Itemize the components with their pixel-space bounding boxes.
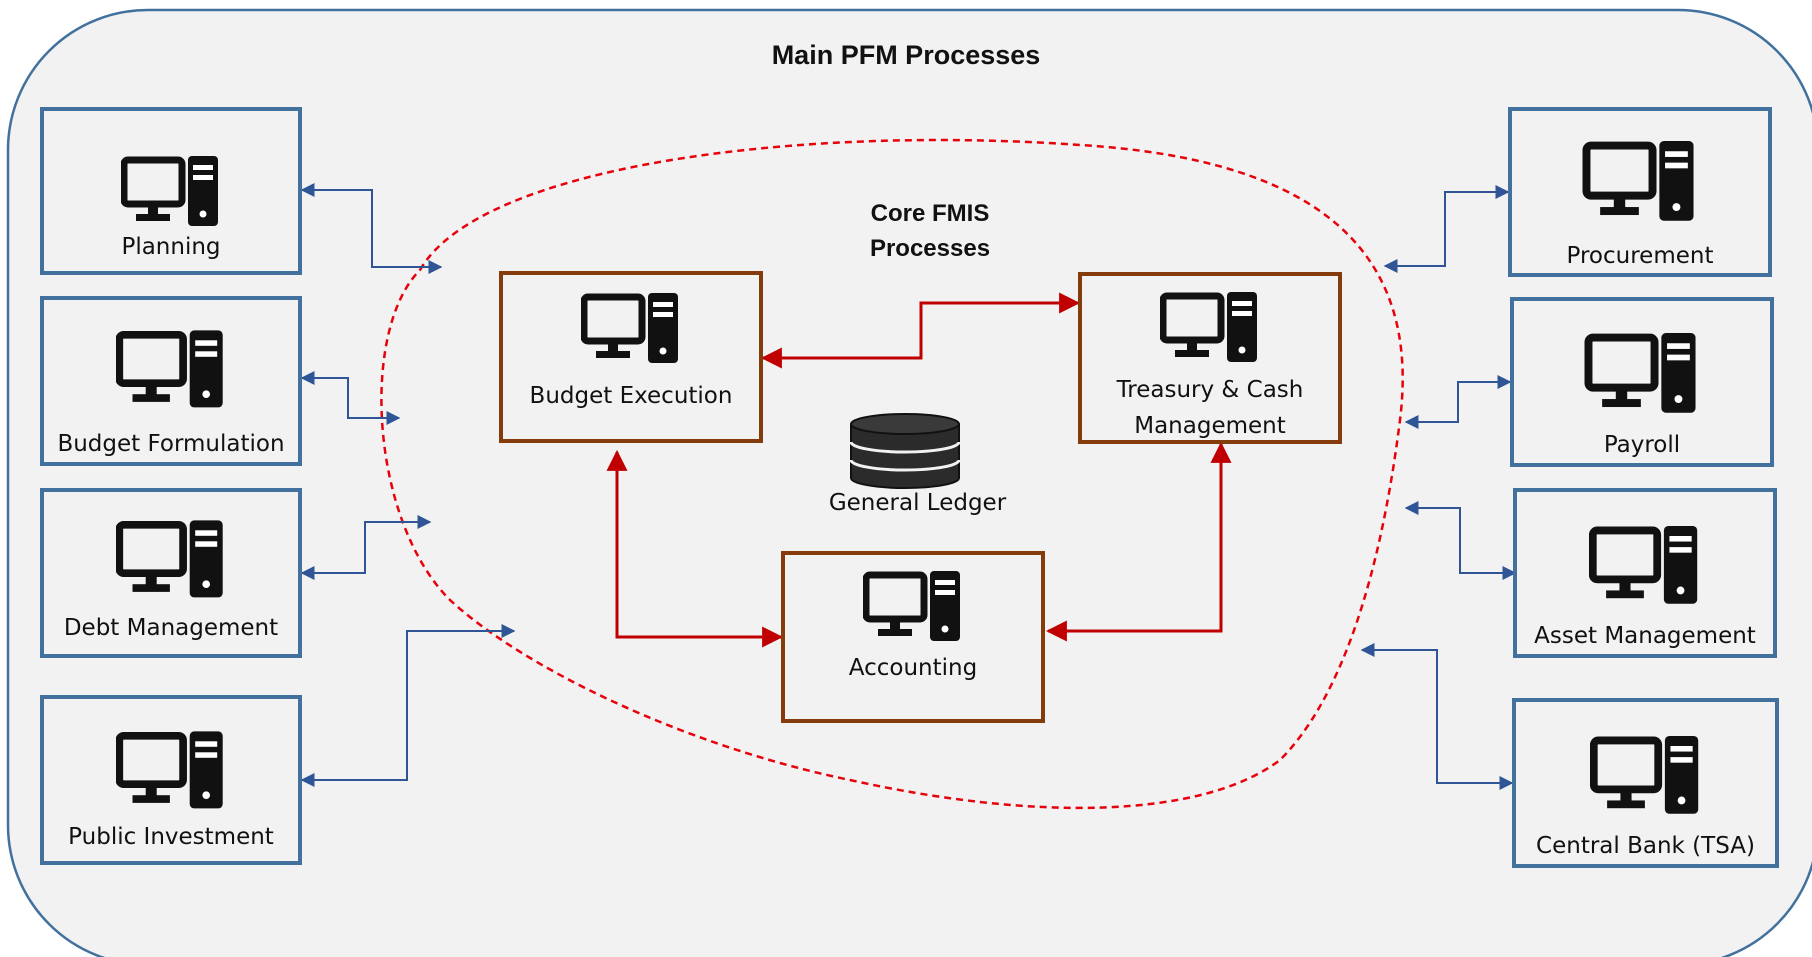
core-treasury-cash-management: Treasury & Cash Management [1078, 272, 1342, 444]
core-links [606, 292, 1232, 648]
computer-icon [116, 330, 223, 408]
link-debt-management [300, 515, 432, 580]
computer-icon [581, 293, 678, 363]
link-public-investment [300, 624, 516, 787]
link-treasury-accounting [1045, 441, 1232, 642]
computer-icon [121, 156, 218, 226]
module-label: Procurement [1566, 243, 1714, 269]
module-label: Central Bank (TSA) [1536, 833, 1755, 859]
module-label: Budget Formulation [57, 431, 285, 457]
module-planning: Planning [40, 107, 302, 275]
link-budget-formulation [300, 371, 401, 425]
module-asset-management: Asset Management [1513, 488, 1777, 658]
module-label: Planning [121, 234, 221, 260]
general-ledger-label: General Ledger [828, 490, 1007, 516]
link-budget-treasury [760, 292, 1081, 369]
computer-icon [116, 520, 223, 598]
core-fmis-title: Core FMIS Processes [869, 200, 991, 262]
module-payroll: Payroll [1510, 297, 1774, 467]
module-label: Payroll [1603, 432, 1681, 458]
link-payroll [1404, 375, 1512, 429]
core-budget-execution: Budget Execution [499, 271, 763, 443]
core-label: Accounting [848, 655, 978, 681]
module-public-investment: Public Investment [40, 695, 302, 865]
link-planning [300, 183, 443, 274]
module-label: Public Investment [68, 824, 274, 850]
computer-icon [1160, 292, 1257, 362]
module-procurement: Procurement [1508, 107, 1772, 277]
module-budget-formulation: Budget Formulation [40, 296, 302, 466]
computer-icon [863, 571, 960, 641]
computer-icon [1589, 526, 1698, 604]
link-central-bank [1360, 643, 1514, 790]
link-budget-accounting [606, 449, 784, 648]
module-label: Debt Management [63, 615, 279, 641]
computer-icon [1589, 736, 1698, 814]
link-procurement [1383, 185, 1510, 273]
computer-icon [1584, 333, 1696, 413]
diagram-title: Main PFM Processes [771, 40, 1041, 70]
computer-icon [1582, 141, 1694, 221]
right-links [1360, 185, 1517, 790]
computer-icon [116, 731, 223, 809]
module-label: Asset Management [1534, 623, 1756, 649]
link-asset-management [1404, 501, 1517, 580]
left-links [300, 183, 516, 787]
core-label: Budget Execution [529, 383, 733, 409]
core-fmis-boundary [380, 138, 1404, 810]
core-accounting: Accounting [781, 551, 1045, 723]
module-central-bank: Central Bank (TSA) [1512, 698, 1779, 868]
module-debt-management: Debt Management [40, 488, 302, 658]
database-icon [849, 413, 961, 489]
core-label: Treasury & Cash Management [1116, 377, 1304, 439]
